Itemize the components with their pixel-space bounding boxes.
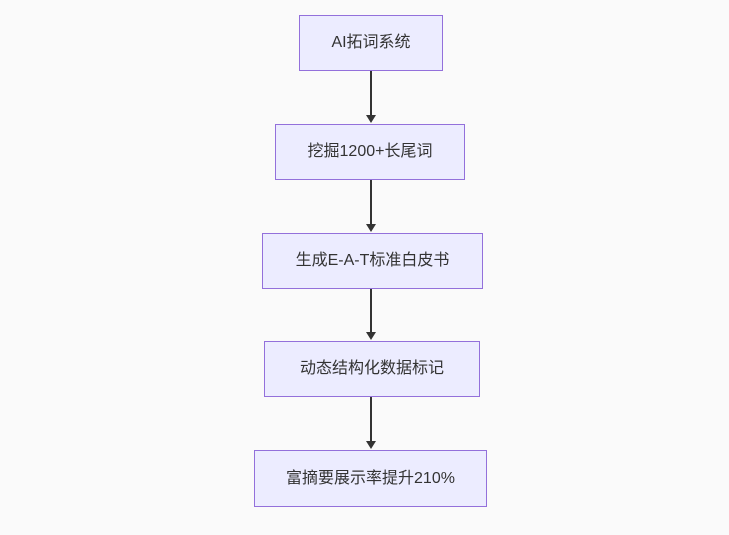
flow-node-label: 挖掘1200+长尾词: [307, 143, 433, 161]
flow-node-label: 生成E-A-T标准白皮书: [295, 252, 450, 270]
flow-node-label: 动态结构化数据标记: [299, 360, 444, 378]
arrow-line: [370, 180, 372, 224]
arrow-line: [370, 397, 372, 441]
flow-node-label: AI拓词系统: [331, 34, 411, 52]
flow-arrow-1: [365, 71, 377, 123]
arrow-line: [370, 289, 372, 332]
arrow-line: [370, 71, 372, 115]
flow-node-eat-whitepaper: 生成E-A-T标准白皮书: [262, 233, 483, 289]
flow-node-label: 富摘要展示率提升210%: [286, 469, 455, 487]
arrow-head-icon: [366, 224, 376, 232]
arrow-head-icon: [366, 115, 376, 123]
flow-arrow-3: [365, 289, 377, 340]
flow-node-structured-data-markup: 动态结构化数据标记: [264, 341, 480, 397]
arrow-head-icon: [366, 441, 376, 449]
flow-node-ai-word-system: AI拓词系统: [299, 15, 443, 71]
flow-node-longtail-mining: 挖掘1200+长尾词: [275, 124, 465, 180]
flow-node-rich-snippet-result: 富摘要展示率提升210%: [254, 450, 487, 507]
arrow-head-icon: [366, 332, 376, 340]
flow-arrow-2: [365, 180, 377, 232]
flow-arrow-4: [365, 397, 377, 449]
